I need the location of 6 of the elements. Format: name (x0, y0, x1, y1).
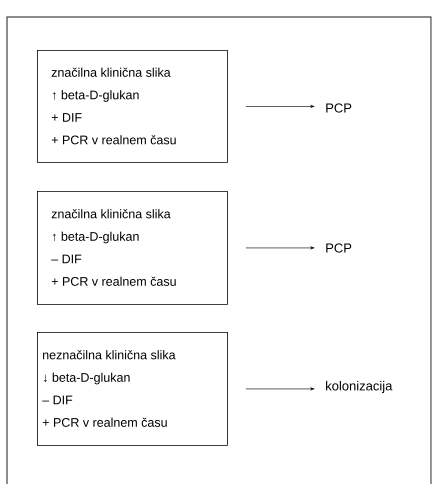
finding-box: značilna klinična slika ↑ beta-D-glukan + DIF + PCR v realnem času (37, 50, 228, 163)
finding-box: značilna klinična slika ↑ beta-D-glukan – DIF + PCR v realnem času (37, 191, 228, 305)
outcome-label: kolonizacija (326, 380, 392, 394)
outcome-label: PCP (326, 103, 352, 113)
finding-box: neznačilna klinična slika ↓ beta-D-glukan – DIF + PCR v realnem času (37, 332, 228, 446)
outcome-label: PCP (326, 243, 352, 253)
